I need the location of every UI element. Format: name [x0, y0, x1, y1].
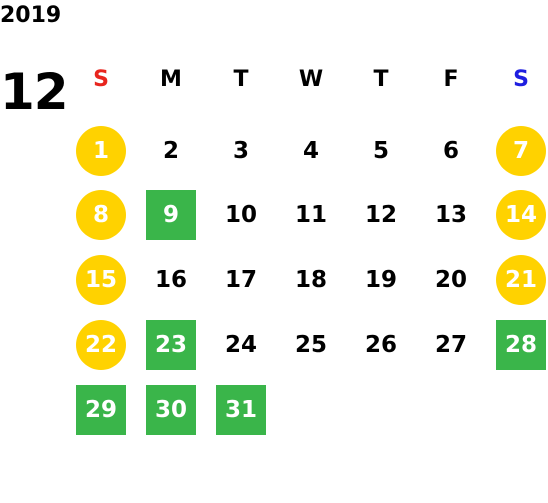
weekday-header-wednesday: W: [298, 67, 324, 92]
calendar-year: 2019: [0, 3, 62, 28]
calendar-day-15[interactable]: 15: [76, 255, 126, 305]
calendar-day-14[interactable]: 14: [496, 190, 546, 240]
calendar-day-2[interactable]: 2: [162, 138, 179, 164]
calendar-day-27[interactable]: 27: [434, 332, 467, 358]
weekday-header-sunday: S: [93, 67, 109, 92]
calendar-day-5[interactable]: 5: [372, 138, 389, 164]
calendar-day-30[interactable]: 30: [146, 385, 196, 435]
calendar-day-28[interactable]: 28: [496, 320, 546, 370]
calendar-day-18[interactable]: 18: [294, 267, 327, 293]
weekday-header-saturday: S: [513, 67, 529, 92]
calendar-day-9[interactable]: 9: [146, 190, 196, 240]
calendar-day-22[interactable]: 22: [76, 320, 126, 370]
weekday-header-friday: F: [443, 67, 459, 92]
weekday-header-thursday: T: [373, 67, 389, 92]
weekday-header-monday: M: [160, 67, 182, 92]
calendar-day-11[interactable]: 11: [294, 202, 327, 228]
calendar-day-21[interactable]: 21: [496, 255, 546, 305]
calendar-day-20[interactable]: 20: [434, 267, 467, 293]
calendar-day-10[interactable]: 10: [224, 202, 257, 228]
calendar-day-26[interactable]: 26: [364, 332, 397, 358]
calendar-day-16[interactable]: 16: [154, 267, 187, 293]
calendar-day-31[interactable]: 31: [216, 385, 266, 435]
calendar-day-4[interactable]: 4: [302, 138, 319, 164]
calendar-day-17[interactable]: 17: [224, 267, 257, 293]
calendar-day-13[interactable]: 13: [434, 202, 467, 228]
calendar-day-19[interactable]: 19: [364, 267, 397, 293]
weekday-header-tuesday: T: [233, 67, 249, 92]
calendar-day-1[interactable]: 1: [76, 126, 126, 176]
calendar-day-29[interactable]: 29: [76, 385, 126, 435]
calendar-day-8[interactable]: 8: [76, 190, 126, 240]
calendar-day-3[interactable]: 3: [232, 138, 249, 164]
calendar-day-6[interactable]: 6: [442, 138, 459, 164]
calendar-day-25[interactable]: 25: [294, 332, 327, 358]
calendar-day-24[interactable]: 24: [224, 332, 257, 358]
calendar-month: 12: [0, 63, 69, 121]
calendar-day-23[interactable]: 23: [146, 320, 196, 370]
calendar-day-12[interactable]: 12: [364, 202, 397, 228]
calendar-day-7[interactable]: 7: [496, 126, 546, 176]
